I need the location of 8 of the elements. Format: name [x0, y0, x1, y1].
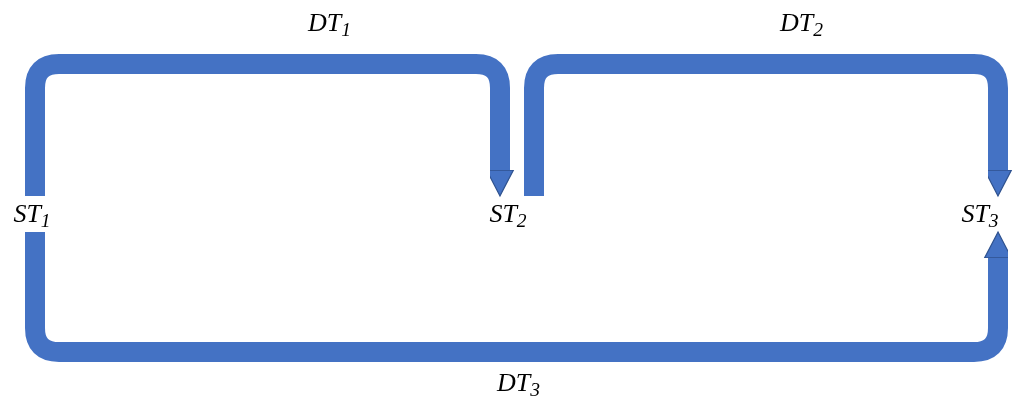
- edge-label: DT$_{3}$: [497, 370, 540, 396]
- state-label: ST$_{2}$: [478, 196, 538, 232]
- edge-label: DT$_{2}$: [780, 10, 823, 36]
- block-arrow: [25, 54, 515, 197]
- state-label: ST$_{1}$: [2, 196, 62, 232]
- edge-label: DT$_{1}$: [308, 10, 351, 36]
- block-arrow: [524, 54, 1013, 197]
- state-label: ST$_{3}$: [950, 196, 1010, 232]
